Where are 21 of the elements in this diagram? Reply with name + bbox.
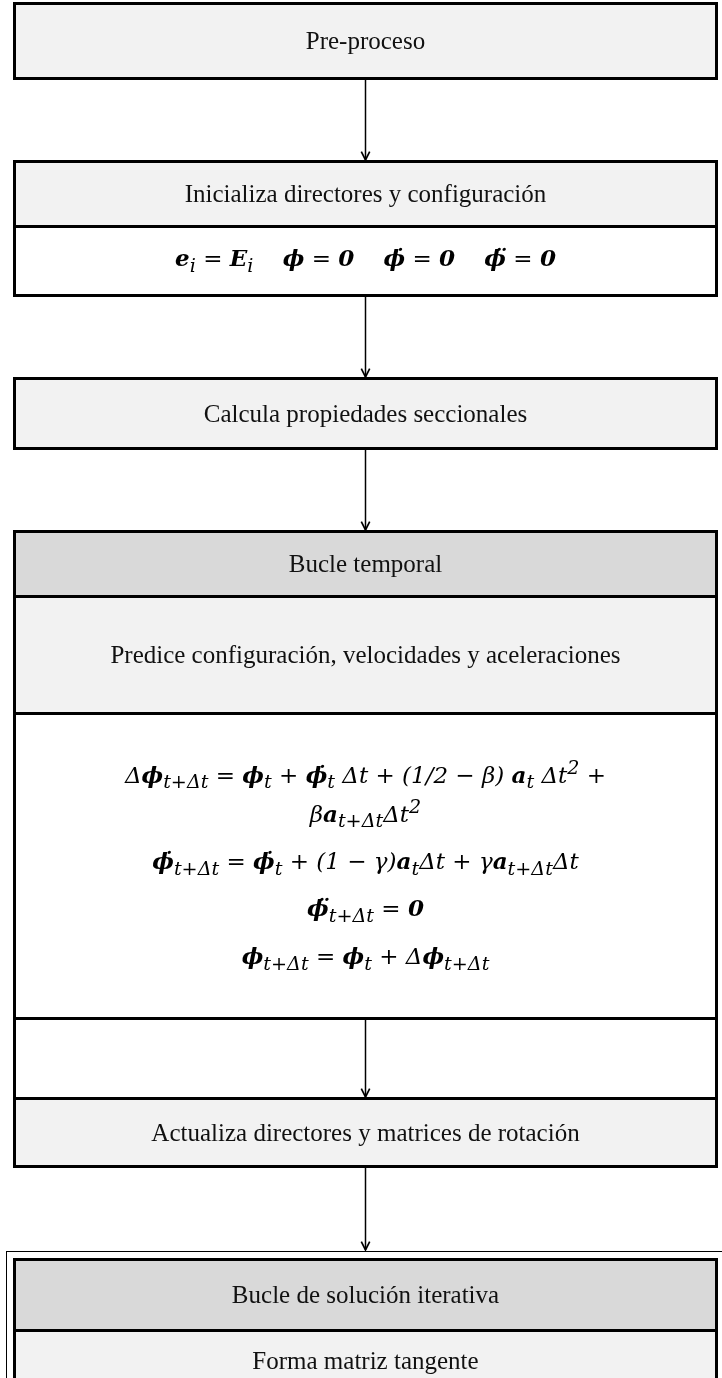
step-title: Pre-proceso xyxy=(16,5,715,77)
step-title: Predice configuración, velocidades y aceleraciones xyxy=(16,598,715,715)
formula: ϕ̇$_{t+Δt}$ = ϕ̇$_{t}$ + (1 − γ)a$_{t}$Δt + γa$_{t+Δt}$Δt xyxy=(152,845,579,882)
arrow xyxy=(360,79,371,161)
arrow xyxy=(360,296,371,378)
formula: Δϕ$_{t+Δt}$ = ϕ$_{t}$ + ϕ̇$_{t}$ Δt + (1/2 − β) a$_{t}$ Δt$^{2}$ + βa$_{t+Δt}$Δt$^{2}$ xyxy=(123,754,608,834)
arrow xyxy=(360,1167,371,1251)
step-box xyxy=(16,595,715,1020)
loop-frame xyxy=(13,530,718,1168)
step-title: Calcula propiedades seccionales xyxy=(16,380,715,447)
loop-title: Bucle temporal xyxy=(16,533,715,595)
arrow xyxy=(360,1019,371,1098)
formula: e$_{i}$ = E$_{i}$ ϕ = 0 ϕ̇ = 0 ϕ̈ = 0 xyxy=(175,243,556,279)
step-title: Actualiza directores y matrices de rotación xyxy=(16,1100,715,1165)
step-title: Forma matriz tangente xyxy=(16,1332,715,1378)
formula: ϕ$_{t+Δt}$ = ϕ$_{t}$ + Δϕ$_{t+Δt}$ xyxy=(241,940,490,977)
step-title: Inicializa directores y configuración xyxy=(16,163,715,228)
loop-title: Bucle de solución iterativa xyxy=(16,1261,715,1329)
formula: ϕ̈$_{t+Δt}$ = 0 xyxy=(307,893,424,929)
step-box xyxy=(13,160,718,297)
arrow xyxy=(360,449,371,531)
